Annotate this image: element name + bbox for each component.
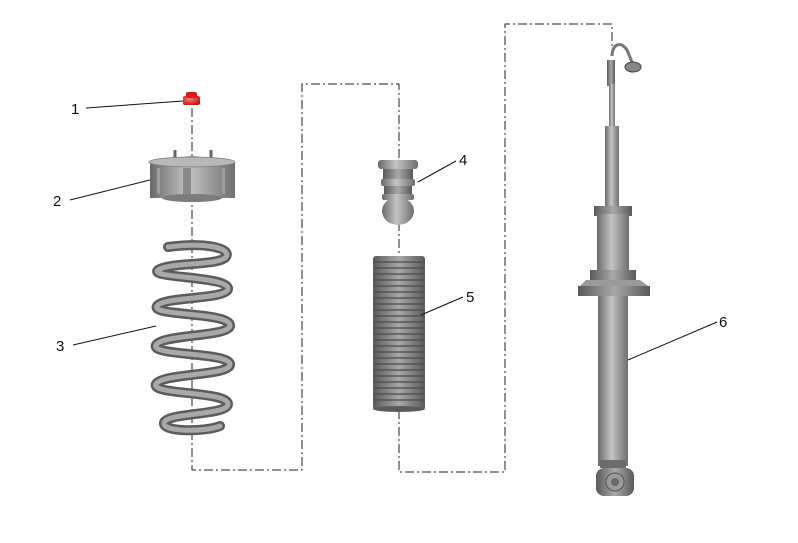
coil-spring-part — [151, 240, 235, 436]
callout-5: 5 — [466, 289, 474, 306]
callout-3: 3 — [56, 338, 64, 355]
callout-6: 6 — [719, 314, 727, 331]
dust-boot-part — [373, 256, 425, 412]
callout-leaders — [69, 100, 718, 361]
top-mount-part — [148, 150, 236, 202]
callout-1: 1 — [71, 101, 79, 118]
callout-4: 4 — [459, 152, 467, 169]
bump-stop-part — [378, 160, 418, 225]
callout-labels: 1 2 3 4 5 6 — [53, 101, 727, 355]
shock-absorber-part — [578, 43, 650, 496]
callout-2: 2 — [53, 193, 61, 210]
nut-part — [183, 92, 200, 105]
